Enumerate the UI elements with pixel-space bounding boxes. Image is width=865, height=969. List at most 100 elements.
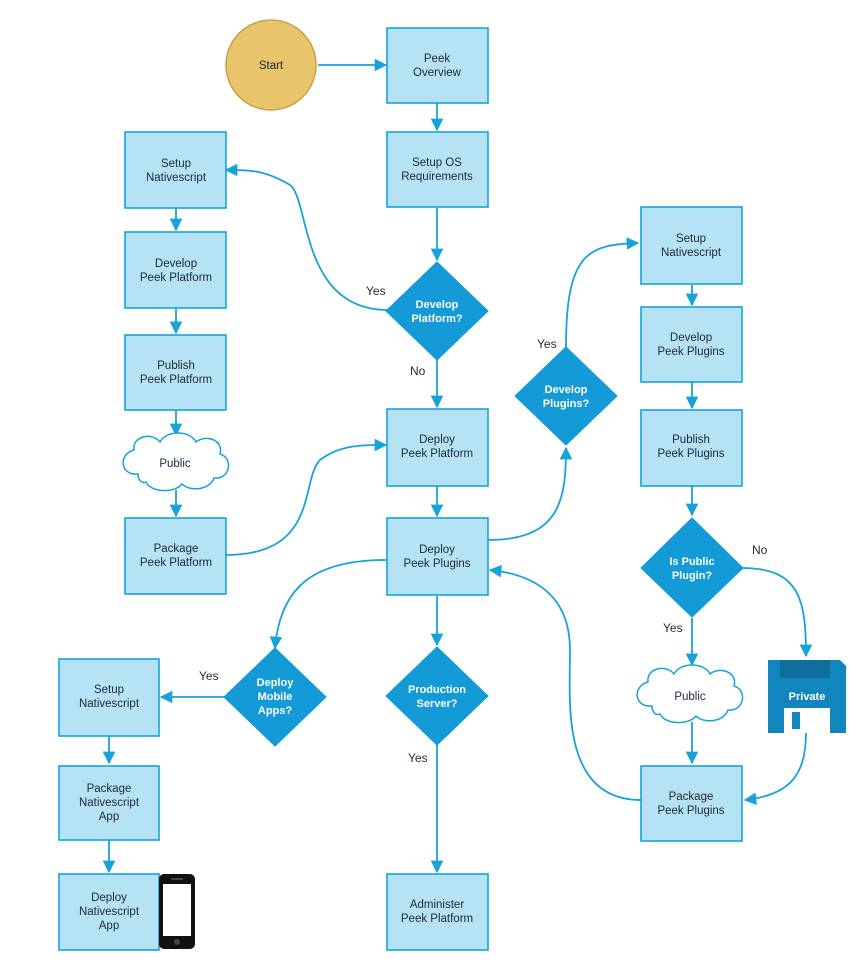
node-is-public-plugin-decision: Is Public Plugin? bbox=[640, 517, 744, 618]
develop-platform-diamond bbox=[385, 261, 489, 361]
deploy-plugins-line1: Deploy bbox=[419, 544, 455, 556]
cloud-right-icon bbox=[636, 664, 744, 724]
public-left-label: Public bbox=[159, 458, 191, 470]
administer-platform-box bbox=[386, 873, 489, 951]
production-q-line1: Production bbox=[408, 684, 466, 696]
peek-overview-line1: Peek bbox=[424, 53, 450, 65]
package-ns-app-line3: App bbox=[99, 811, 119, 823]
cloud-left-icon bbox=[122, 432, 230, 492]
left-setup-ns-line2: Nativescript bbox=[146, 172, 207, 184]
node-develop-peek-plugins: Develop Peek Plugins bbox=[640, 306, 743, 383]
deploy-platform-box bbox=[386, 408, 489, 487]
develop-plugins-line1: Develop bbox=[670, 332, 712, 344]
develop-plugins-q-line2: Plugins? bbox=[543, 398, 590, 410]
node-setup-os: Setup OS Requirements bbox=[386, 131, 489, 208]
administer-line2: Peek Platform bbox=[401, 913, 473, 925]
administer-line1: Administer bbox=[410, 899, 464, 911]
label-production-yes: Yes bbox=[408, 751, 428, 765]
edge-package-plugins-to-deploy-plugins bbox=[488, 564, 642, 801]
is-public-q-line2: Plugin? bbox=[672, 570, 713, 582]
deploy-mobile-q-line1: Deploy bbox=[257, 677, 295, 689]
develop-platform-q-line1: Develop bbox=[416, 299, 459, 311]
edge-develop-q-yes-to-left-setup bbox=[224, 163, 389, 311]
deploy-ns-app-line1: Deploy bbox=[91, 892, 127, 904]
deploy-mobile-diamond bbox=[223, 647, 327, 747]
node-publish-peek-plugins: Publish Peek Plugins bbox=[640, 409, 743, 487]
label-develop-plugins-yes: Yes bbox=[537, 337, 557, 351]
publish-platform-line2: Peek Platform bbox=[140, 374, 212, 386]
package-platform-line1: Package bbox=[154, 543, 199, 555]
package-ns-app-box bbox=[58, 765, 160, 841]
phone-screen bbox=[163, 884, 191, 936]
floppy-slot bbox=[792, 712, 800, 729]
node-deploy-mobile-decision: Deploy Mobile Apps? bbox=[223, 647, 327, 747]
package-plugins-box bbox=[640, 765, 743, 842]
publish-plugins-line1: Publish bbox=[672, 434, 710, 446]
develop-platform-q-line2: Platform? bbox=[411, 313, 463, 325]
label-is-public-yes: Yes bbox=[663, 621, 683, 635]
deploy-ns-app-box bbox=[58, 873, 160, 951]
floppy-shutter bbox=[780, 660, 830, 678]
private-label: Private bbox=[789, 691, 826, 703]
node-private-storage: Private bbox=[768, 660, 846, 733]
node-deploy-nativescript-app: Deploy Nativescript App bbox=[58, 873, 160, 951]
floppy-label-area bbox=[784, 708, 830, 733]
node-peek-overview: Peek Overview bbox=[386, 27, 489, 104]
node-deploy-plugins: Deploy Peek Plugins bbox=[386, 517, 489, 596]
develop-plugins-box bbox=[640, 306, 743, 383]
edge-labels: Yes No Yes No Yes Yes Yes bbox=[199, 284, 768, 765]
node-deploy-platform: Deploy Peek Platform bbox=[386, 408, 489, 487]
left-setup-ns-line1: Setup bbox=[161, 158, 191, 170]
public-right-label: Public bbox=[674, 691, 706, 703]
peek-overview-line2: Overview bbox=[413, 67, 462, 79]
node-administer-platform: Administer Peek Platform bbox=[386, 873, 489, 951]
edge-deploy-plugins-to-develop-plugins-q bbox=[487, 446, 573, 541]
node-develop-platform-decision: Develop Platform? bbox=[385, 261, 489, 361]
develop-plugins-diamond bbox=[514, 346, 618, 446]
right-setup-ns-line2: Nativescript bbox=[661, 247, 722, 259]
connectors bbox=[102, 58, 813, 874]
publish-plugins-box bbox=[640, 409, 743, 487]
is-public-q-line1: Is Public bbox=[669, 556, 714, 568]
node-package-nativescript-app: Package Nativescript App bbox=[58, 765, 160, 841]
label-is-public-no: No bbox=[752, 543, 768, 557]
bottom-setup-ns-box bbox=[58, 658, 160, 737]
node-bottom-setup-nativescript: Setup Nativescript bbox=[58, 658, 160, 737]
node-public-cloud-left: Public bbox=[122, 432, 230, 492]
production-server-diamond bbox=[385, 646, 489, 746]
node-package-peek-platform: Package Peek Platform bbox=[124, 517, 227, 595]
phone-speaker bbox=[171, 878, 183, 880]
start-label: Start bbox=[259, 60, 284, 72]
setup-os-box bbox=[386, 131, 489, 208]
bottom-setup-ns-line2: Nativescript bbox=[79, 698, 140, 710]
publish-plugins-line2: Peek Plugins bbox=[657, 448, 724, 460]
node-publish-peek-platform: Publish Peek Platform bbox=[124, 334, 227, 411]
develop-platform-line2: Peek Platform bbox=[140, 272, 212, 284]
node-production-server-decision: Production Server? bbox=[385, 646, 489, 746]
node-right-setup-nativescript: Setup Nativescript bbox=[640, 206, 743, 285]
package-ns-app-line1: Package bbox=[87, 783, 132, 795]
deploy-platform-line2: Peek Platform bbox=[401, 448, 473, 460]
left-setup-ns-box bbox=[124, 131, 227, 209]
start-node: Start bbox=[225, 19, 317, 111]
package-plugins-line1: Package bbox=[669, 791, 714, 803]
right-setup-ns-line1: Setup bbox=[676, 233, 706, 245]
bottom-setup-ns-line1: Setup bbox=[94, 684, 124, 696]
publish-platform-box bbox=[124, 334, 227, 411]
label-deploy-mobile-yes: Yes bbox=[199, 669, 219, 683]
edge-private-to-package-plugins bbox=[743, 732, 807, 806]
setup-os-line1: Setup OS bbox=[412, 157, 462, 169]
package-ns-app-line2: Nativescript bbox=[79, 797, 140, 809]
edge-deploy-plugins-to-deploy-mobile-q bbox=[269, 559, 387, 650]
node-develop-peek-platform: Develop Peek Platform bbox=[124, 231, 227, 309]
develop-platform-box bbox=[124, 231, 227, 309]
right-setup-ns-box bbox=[640, 206, 743, 285]
edge-is-public-no-to-private bbox=[741, 567, 813, 658]
label-develop-platform-yes: Yes bbox=[366, 284, 386, 298]
develop-plugins-q-line1: Develop bbox=[545, 384, 588, 396]
phone-home-button bbox=[174, 939, 180, 945]
node-develop-plugins-decision: Develop Plugins? bbox=[514, 346, 618, 446]
edge-develop-plugins-q-yes-to-right-setup bbox=[565, 237, 640, 348]
deploy-platform-line1: Deploy bbox=[419, 434, 455, 446]
node-package-peek-plugins: Package Peek Plugins bbox=[640, 765, 743, 842]
